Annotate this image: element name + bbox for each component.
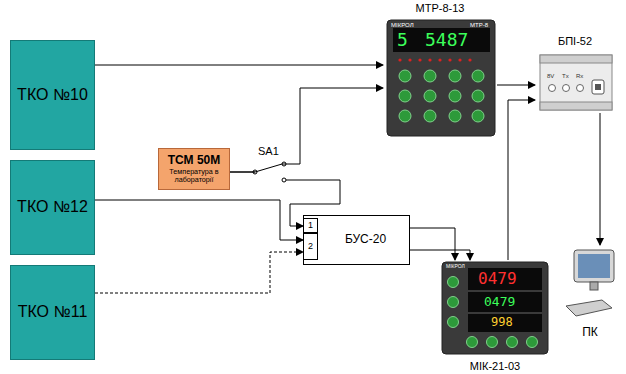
sensor-box: ТСМ 50МТемпература в лабораторії	[158, 148, 230, 190]
mik-device-face	[442, 262, 548, 354]
bpi-device-body	[540, 55, 612, 110]
model-mark: МТР-8	[470, 22, 488, 28]
computer-node: ПК	[560, 245, 620, 340]
node-note: Температура в лабораторії	[159, 168, 229, 185]
node-title: ТКО №10	[15, 86, 90, 104]
display-digits: 998	[491, 316, 513, 328]
node-title: ТКО №12	[15, 198, 90, 216]
node-title: БПІ-52	[556, 35, 594, 48]
signal-wire	[95, 200, 303, 240]
input-number: 1	[303, 218, 318, 233]
input-number: 2	[303, 233, 318, 260]
display-digits: 5487	[425, 31, 468, 49]
signal-wire	[508, 100, 535, 260]
switch-label: SA1	[258, 146, 279, 157]
brand-logo: МІКРОЛ	[391, 22, 414, 28]
node-title: МТР-8-13	[414, 2, 467, 15]
node-title: МІК-21-03	[468, 360, 522, 373]
node-title: БУС-20	[343, 233, 388, 247]
node-title: ПК	[580, 326, 600, 340]
brand-logo: МІКРОЛ	[446, 264, 465, 269]
signal-wire	[95, 252, 303, 293]
led-label: Tx	[562, 73, 569, 79]
mtr-device-face	[387, 20, 495, 136]
switch-unit-box: БУС-20	[303, 215, 410, 265]
sensor-box: ТКО №10	[10, 40, 95, 150]
signal-wire	[497, 85, 535, 86]
led-label: 8V	[547, 73, 554, 79]
node-title: ТКО №11	[16, 303, 90, 321]
sensor-box: ТКО №12	[10, 160, 95, 255]
led-label: Rx	[576, 73, 583, 79]
display-digits: 0479	[484, 295, 515, 308]
signal-wire	[230, 88, 383, 172]
signal-wire	[600, 113, 601, 245]
display-digits: 5	[397, 31, 408, 49]
node-title: ТСМ 50М	[166, 154, 223, 168]
pc-icon	[566, 250, 614, 316]
signal-wire	[95, 65, 383, 66]
signal-wire	[410, 250, 470, 260]
display-digits: 0479	[478, 271, 517, 287]
signal-wire	[410, 228, 455, 260]
switch-symbol	[253, 162, 286, 182]
sensor-box: ТКО №11	[10, 265, 95, 360]
